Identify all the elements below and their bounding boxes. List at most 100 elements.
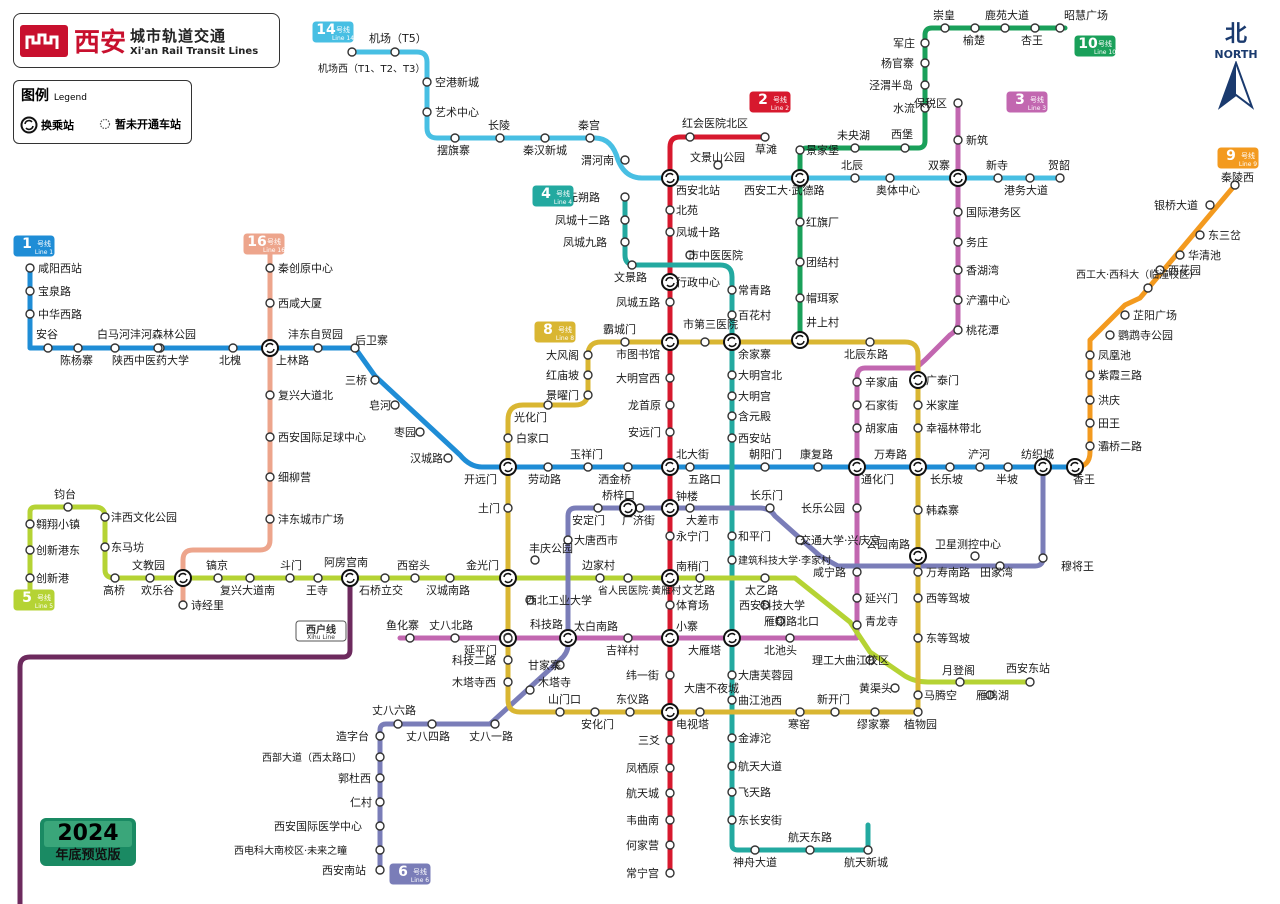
station-marker[interactable]	[665, 205, 675, 215]
station-marker[interactable]	[375, 773, 385, 783]
station-marker[interactable]	[920, 103, 930, 113]
station-marker[interactable]	[1085, 370, 1095, 380]
station-marker[interactable]	[1055, 173, 1065, 183]
transfer-station[interactable]	[791, 331, 809, 349]
station-marker[interactable]	[920, 58, 930, 68]
station-marker[interactable]	[370, 375, 380, 385]
station-marker[interactable]	[427, 719, 437, 729]
transfer-station[interactable]	[499, 458, 517, 476]
station-marker[interactable]	[543, 462, 553, 472]
station-marker[interactable]	[695, 573, 705, 583]
station-marker[interactable]	[795, 293, 805, 303]
station-marker[interactable]	[685, 462, 695, 472]
station-marker[interactable]	[727, 370, 737, 380]
station-marker[interactable]	[178, 600, 188, 610]
station-marker[interactable]	[665, 600, 675, 610]
station-marker[interactable]	[850, 143, 860, 153]
transfer-station[interactable]	[261, 339, 279, 357]
station-marker[interactable]	[993, 173, 1003, 183]
station-marker[interactable]	[503, 633, 513, 643]
station-marker[interactable]	[953, 98, 963, 108]
station-marker[interactable]	[852, 593, 862, 603]
station-marker[interactable]	[913, 505, 923, 515]
station-marker[interactable]	[785, 633, 795, 643]
station-marker[interactable]	[100, 512, 110, 522]
station-marker[interactable]	[665, 763, 675, 773]
station-marker[interactable]	[265, 432, 275, 442]
station-marker[interactable]	[945, 462, 955, 472]
transfer-station[interactable]	[909, 458, 927, 476]
station-marker[interactable]	[852, 503, 862, 513]
station-marker[interactable]	[375, 845, 385, 855]
station-marker[interactable]	[635, 503, 645, 513]
station-marker[interactable]	[953, 265, 963, 275]
transfer-station[interactable]	[341, 569, 359, 587]
station-marker[interactable]	[563, 535, 573, 545]
station-marker[interactable]	[727, 761, 737, 771]
station-marker[interactable]	[995, 561, 1005, 571]
station-marker[interactable]	[347, 47, 357, 57]
station-marker[interactable]	[955, 677, 965, 687]
station-marker[interactable]	[953, 237, 963, 247]
station-marker[interactable]	[1030, 23, 1040, 33]
station-marker[interactable]	[405, 633, 415, 643]
station-marker[interactable]	[775, 616, 785, 626]
station-marker[interactable]	[713, 160, 723, 170]
station-marker[interactable]	[555, 707, 565, 717]
station-marker[interactable]	[43, 343, 53, 353]
station-marker[interactable]	[1055, 23, 1065, 33]
station-marker[interactable]	[795, 535, 805, 545]
station-marker[interactable]	[73, 343, 83, 353]
station-marker[interactable]	[555, 660, 565, 670]
station-marker[interactable]	[795, 145, 805, 155]
station-marker[interactable]	[685, 503, 695, 513]
station-marker[interactable]	[760, 462, 770, 472]
transfer-station[interactable]	[661, 499, 679, 517]
station-marker[interactable]	[665, 788, 675, 798]
station-marker[interactable]	[443, 453, 453, 463]
station-marker[interactable]	[145, 573, 155, 583]
transfer-station[interactable]	[619, 499, 637, 517]
station-marker[interactable]	[665, 227, 675, 237]
station-marker[interactable]	[727, 391, 737, 401]
station-marker[interactable]	[727, 433, 737, 443]
station-marker[interactable]	[765, 503, 775, 513]
station-marker[interactable]	[620, 192, 630, 202]
station-marker[interactable]	[913, 400, 923, 410]
station-marker[interactable]	[25, 309, 35, 319]
station-marker[interactable]	[985, 690, 995, 700]
station-marker[interactable]	[953, 207, 963, 217]
station-marker[interactable]	[450, 633, 460, 643]
transfer-station[interactable]	[723, 629, 741, 647]
station-marker[interactable]	[265, 390, 275, 400]
transfer-station[interactable]	[661, 273, 679, 291]
station-marker[interactable]	[422, 77, 432, 87]
station-marker[interactable]	[627, 260, 637, 270]
station-marker[interactable]	[375, 731, 385, 741]
station-marker[interactable]	[313, 573, 323, 583]
station-marker[interactable]	[750, 845, 760, 855]
transfer-station[interactable]	[661, 169, 679, 187]
station-marker[interactable]	[727, 310, 737, 320]
station-marker[interactable]	[852, 377, 862, 387]
station-marker[interactable]	[445, 573, 455, 583]
station-marker[interactable]	[620, 337, 630, 347]
station-marker[interactable]	[900, 143, 910, 153]
station-marker[interactable]	[665, 297, 675, 307]
station-marker[interactable]	[665, 531, 675, 541]
station-marker[interactable]	[760, 600, 770, 610]
transfer-station[interactable]	[661, 458, 679, 476]
station-marker[interactable]	[727, 670, 737, 680]
station-marker[interactable]	[503, 677, 513, 687]
station-marker[interactable]	[583, 462, 593, 472]
station-marker[interactable]	[920, 38, 930, 48]
station-marker[interactable]	[153, 343, 163, 353]
station-marker[interactable]	[390, 400, 400, 410]
station-marker[interactable]	[1195, 230, 1205, 240]
station-marker[interactable]	[727, 411, 737, 421]
transfer-station[interactable]	[559, 629, 577, 647]
station-marker[interactable]	[375, 797, 385, 807]
station-marker[interactable]	[913, 423, 923, 433]
station-marker[interactable]	[100, 542, 110, 552]
station-marker[interactable]	[863, 845, 873, 855]
